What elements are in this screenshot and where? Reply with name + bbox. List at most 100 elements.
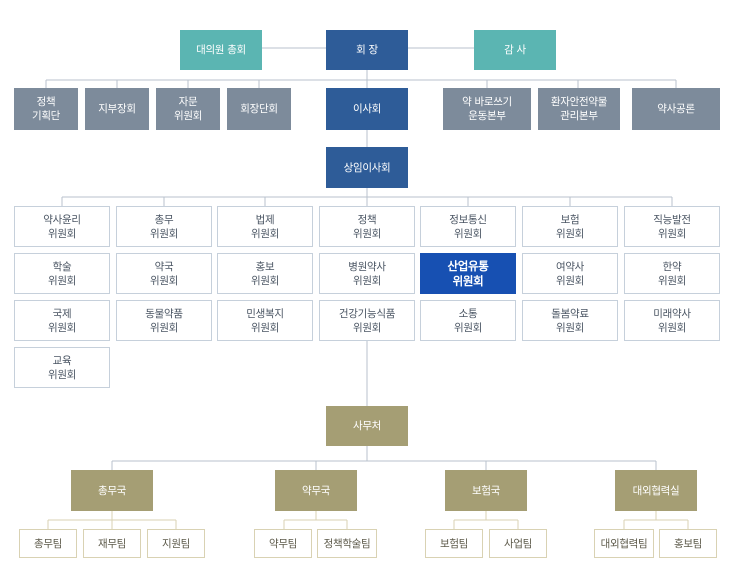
committee-box[interactable]: 한약 위원회 <box>624 253 720 294</box>
box-line: 회장단회 <box>240 103 278 115</box>
box-line: 돌봄약료 <box>551 307 589 320</box>
box-line: 보험 <box>560 213 580 226</box>
box-line: 위원회 <box>47 368 77 381</box>
committee-box[interactable]: 정책 위원회 <box>319 206 415 247</box>
standing-board-box[interactable]: 상임이사회 <box>326 147 408 188</box>
team-box[interactable]: 홍보팀 <box>659 529 717 558</box>
bureau-label: 보험국 <box>471 484 501 497</box>
box-line: 소통 <box>458 307 478 320</box>
committee-box[interactable]: 병원약사 위원회 <box>319 253 415 294</box>
advisory-committee-box[interactable]: 자문 위원회 <box>156 88 220 130</box>
team-label: 재무팀 <box>97 537 127 550</box>
box-line: 동물약품 <box>145 307 183 320</box>
committee-box[interactable]: 홍보 위원회 <box>217 253 313 294</box>
team-label: 정책학술팀 <box>323 537 371 550</box>
committee-box[interactable]: 총무 위원회 <box>116 206 212 247</box>
box-line: 지부장회 <box>98 103 136 115</box>
committee-box[interactable]: 정보통신 위원회 <box>420 206 516 247</box>
team-box[interactable]: 정책학술팀 <box>317 529 377 558</box>
committee-box[interactable]: 교육 위원회 <box>14 347 110 388</box>
president-box[interactable]: 회 장 <box>326 30 408 70</box>
box-line: 위원회 <box>352 227 382 240</box>
box-line: 약국 <box>154 260 174 273</box>
committee-box[interactable]: 직능발전 위원회 <box>624 206 720 247</box>
team-label: 대외협력팀 <box>600 537 648 550</box>
secretariat-box[interactable]: 사무처 <box>326 406 408 446</box>
box-line: 위원회 <box>657 321 687 334</box>
team-box[interactable]: 보험팀 <box>425 529 483 558</box>
box-line: 운동본부 <box>468 110 506 122</box>
box-line: 위원회 <box>47 321 77 334</box>
team-label: 홍보팀 <box>673 537 703 550</box>
box-line: 위원회 <box>250 321 280 334</box>
bureau-box[interactable]: 총무국 <box>71 470 153 511</box>
box-line: 학술 <box>52 260 72 273</box>
team-label: 총무팀 <box>33 537 63 550</box>
team-box[interactable]: 지원팀 <box>147 529 205 558</box>
box-line: 병원약사 <box>348 260 386 273</box>
committee-box[interactable]: 여약사 위원회 <box>522 253 618 294</box>
box-line: 위원회 <box>149 227 179 240</box>
box-line: 총무 <box>154 213 174 226</box>
box-line: 관리본부 <box>560 110 598 122</box>
team-label: 사업팀 <box>503 537 533 550</box>
council-label: 대의원 총회 <box>196 44 246 56</box>
committee-box[interactable]: 민생복지 위원회 <box>217 300 313 341</box>
industry-distribution-committee-highlighted[interactable]: 산업유통 위원회 <box>420 253 516 294</box>
board-label: 이사회 <box>352 103 382 115</box>
bureau-box[interactable]: 보험국 <box>445 470 527 511</box>
box-line: 위원회 <box>47 274 77 287</box>
board-box[interactable]: 이사회 <box>326 88 408 130</box>
box-line: 위원회 <box>352 321 382 334</box>
box-line: 교육 <box>52 354 72 367</box>
box-line: 정책 <box>36 96 56 108</box>
committee-box[interactable]: 건강기능식품 위원회 <box>319 300 415 341</box>
bureau-box[interactable]: 약무국 <box>275 470 357 511</box>
committee-box[interactable]: 동물약품 위원회 <box>116 300 212 341</box>
box-line: 위원회 <box>555 274 585 287</box>
box-line: 한약 <box>662 260 682 273</box>
box-line: 위원회 <box>657 274 687 287</box>
pharmacist-review-box[interactable]: 약사공론 <box>632 88 720 130</box>
team-box[interactable]: 총무팀 <box>19 529 77 558</box>
box-line: 정책 <box>357 213 377 226</box>
box-line: 위원회 <box>149 321 179 334</box>
committee-box[interactable]: 돌봄약료 위원회 <box>522 300 618 341</box>
team-box[interactable]: 대외협력팀 <box>594 529 654 558</box>
branch-heads-box[interactable]: 지부장회 <box>85 88 149 130</box>
president-label: 회 장 <box>356 44 378 56</box>
patient-safety-box[interactable]: 환자안전약물 관리본부 <box>538 88 620 130</box>
team-box[interactable]: 사업팀 <box>489 529 547 558</box>
auditor-label: 감 사 <box>504 44 526 56</box>
box-line: 국제 <box>52 307 72 320</box>
council-box[interactable]: 대의원 총회 <box>180 30 262 70</box>
box-line: 위원회 <box>149 274 179 287</box>
bureau-box[interactable]: 대외협력실 <box>615 470 697 511</box>
team-box[interactable]: 약무팀 <box>254 529 312 558</box>
secretariat-label: 사무처 <box>352 420 382 432</box>
committee-box[interactable]: 국제 위원회 <box>14 300 110 341</box>
box-line: 기획단 <box>31 110 61 122</box>
committee-box[interactable]: 학술 위원회 <box>14 253 110 294</box>
box-line: 여약사 <box>555 260 585 273</box>
drug-use-campaign-box[interactable]: 약 바로쓰기 운동본부 <box>443 88 531 130</box>
auditor-box[interactable]: 감 사 <box>474 30 556 70</box>
team-box[interactable]: 재무팀 <box>83 529 141 558</box>
box-line: 약사윤리 <box>43 213 81 226</box>
committee-box[interactable]: 약사윤리 위원회 <box>14 206 110 247</box>
team-label: 지원팀 <box>161 537 191 550</box>
executive-meeting-box[interactable]: 회장단회 <box>227 88 291 130</box>
box-line: 산업유통 <box>447 258 489 273</box>
policy-planning-box[interactable]: 정책 기획단 <box>14 88 78 130</box>
box-line: 위원회 <box>250 274 280 287</box>
committee-box[interactable]: 소통 위원회 <box>420 300 516 341</box>
box-line: 직능발전 <box>653 213 691 226</box>
box-line: 자문 <box>178 96 198 108</box>
box-line: 법제 <box>255 213 275 226</box>
committee-box[interactable]: 미래약사 위원회 <box>624 300 720 341</box>
box-line: 위원회 <box>657 227 687 240</box>
committee-box[interactable]: 법제 위원회 <box>217 206 313 247</box>
committee-box[interactable]: 약국 위원회 <box>116 253 212 294</box>
committee-box[interactable]: 보험 위원회 <box>522 206 618 247</box>
